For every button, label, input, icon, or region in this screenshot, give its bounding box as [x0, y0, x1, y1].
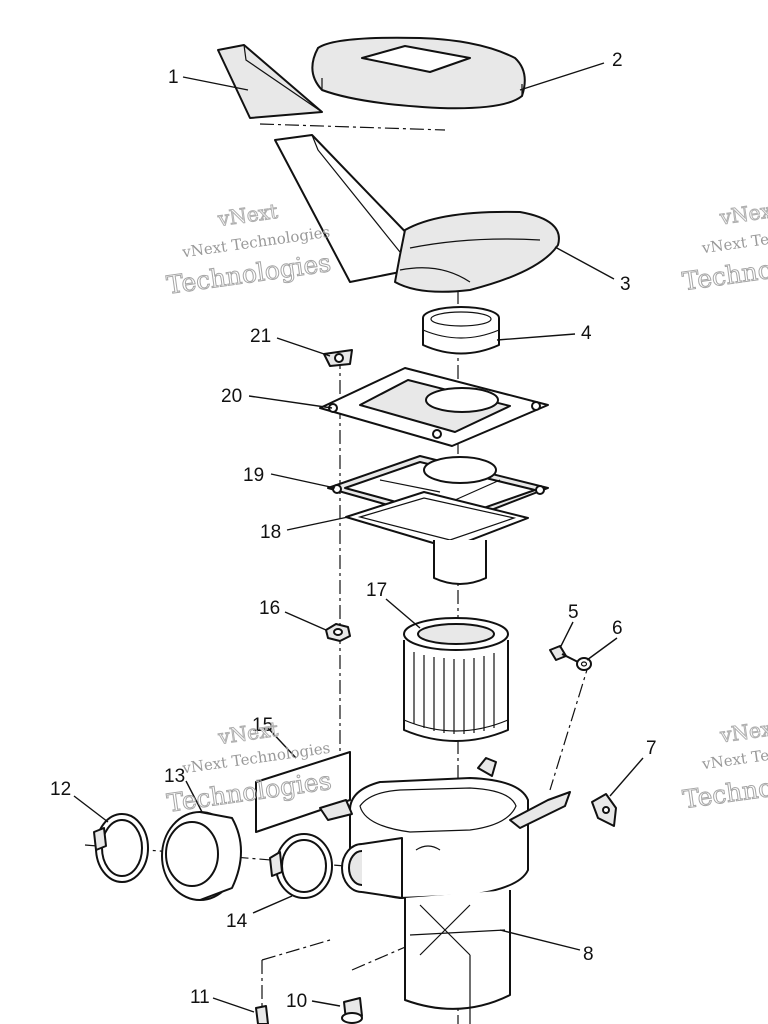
- watermark-vnext-text: vNext: [216, 717, 280, 749]
- housing-inlet-spigot: [341, 837, 403, 899]
- watermark-lower-right: vNext vNext Technologies Technologies: [680, 715, 768, 815]
- callout-5: 5: [568, 602, 579, 623]
- part-12-clamp: [93, 813, 149, 883]
- callout-6: 6: [612, 618, 623, 639]
- part-17-filter-element: [403, 617, 509, 742]
- watermark-upper-left: vNext vNext Technologies Technologies: [164, 198, 333, 300]
- callout-16: 16: [259, 598, 280, 619]
- watermark-vnext-text: vNext: [215, 199, 279, 231]
- lid-outlet-pipe: [433, 540, 487, 585]
- callout-15: 15: [252, 715, 273, 736]
- part-1-deflector-plate: [217, 44, 323, 119]
- part-11-screw: [255, 1005, 269, 1024]
- callout-18: 18: [260, 522, 281, 543]
- callout-1: 1: [168, 67, 179, 88]
- callout-7: 7: [646, 738, 657, 759]
- part-4-boot-collar: [422, 306, 500, 355]
- callout-21: 21: [250, 326, 271, 347]
- part-14-clamp-ring: [269, 833, 333, 899]
- part-21-clip: [323, 349, 353, 367]
- callout-labels: 1 2 3 4 5 6 7 8 10 11 12 13 14 15 16 17 …: [50, 50, 657, 1012]
- callout-17: 17: [366, 580, 387, 601]
- part-7-bracket: [591, 793, 617, 827]
- callout-11: 11: [190, 987, 210, 1008]
- callout-8: 8: [583, 944, 594, 965]
- part-5-bolt: [549, 645, 579, 663]
- callout-13: 13: [164, 766, 185, 787]
- callout-20: 20: [221, 386, 242, 407]
- callout-2: 2: [612, 50, 623, 71]
- watermark-vnext-text: vNext: [717, 197, 768, 229]
- part-3-intake-snorkel: [274, 134, 560, 293]
- part-19-housing-lid: [327, 455, 549, 525]
- callout-14: 14: [226, 911, 248, 932]
- part-20-cover-plate: [319, 367, 549, 447]
- part-16-nut: [325, 623, 351, 642]
- watermark-vnext-text: vNext: [718, 715, 768, 747]
- callout-19: 19: [243, 465, 264, 486]
- part-6-washer: [576, 657, 592, 671]
- part-13-coupler: [161, 811, 242, 901]
- part-10-drain-plug: [341, 997, 363, 1024]
- leader-lines: [73, 62, 644, 1013]
- part-2-foam-seal: [311, 36, 526, 110]
- watermark-upper-right: vNext vNext Technologies Technologies: [680, 197, 768, 297]
- callout-12: 12: [50, 779, 71, 800]
- part-15-gasket-sheet: [255, 751, 351, 833]
- callout-4: 4: [581, 323, 592, 344]
- part-18-gasket: [345, 491, 529, 549]
- callout-3: 3: [620, 274, 631, 295]
- callout-10: 10: [286, 991, 307, 1012]
